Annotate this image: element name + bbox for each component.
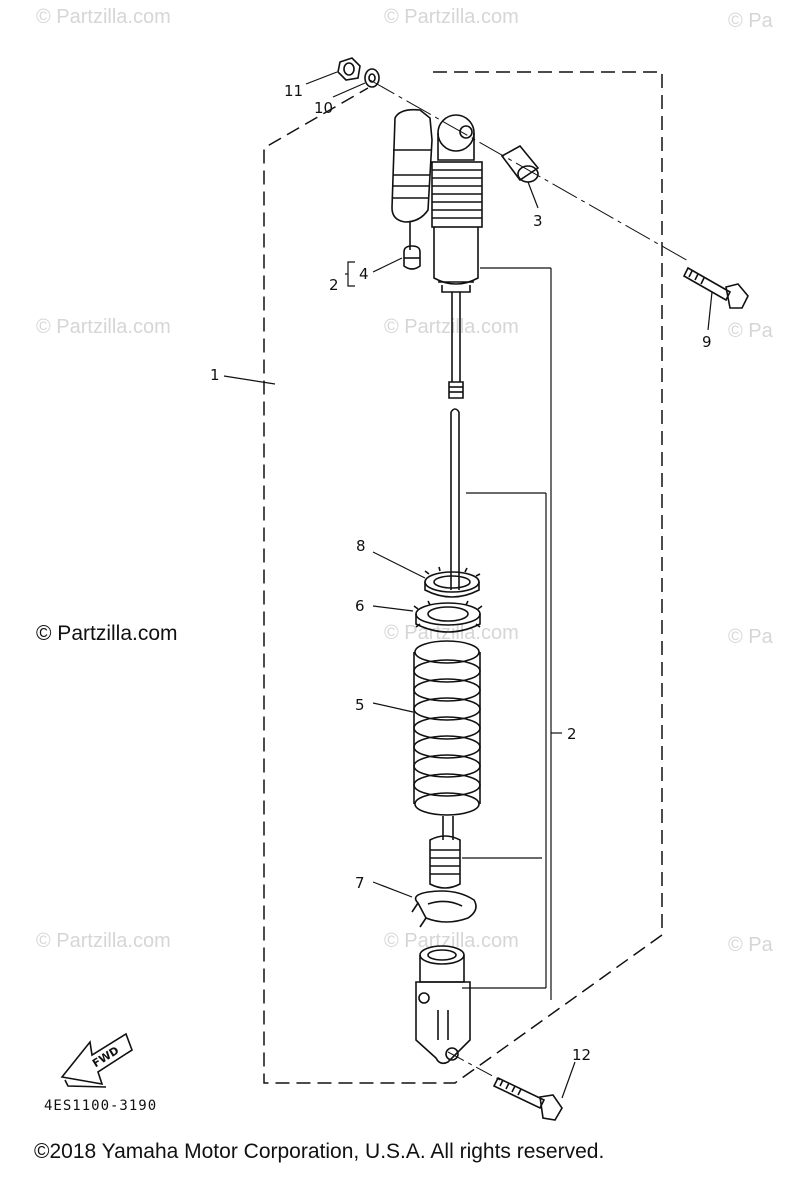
callout-3: 3 bbox=[533, 212, 543, 230]
part-12-bolt bbox=[492, 1076, 563, 1121]
part-9-bolt bbox=[682, 266, 749, 309]
watermark: © Partzilla.com bbox=[36, 316, 171, 338]
diagram-code: 4ES1100-3190 bbox=[44, 1098, 158, 1114]
callout-10: 10 bbox=[314, 99, 333, 117]
watermark: © Partzilla.com bbox=[384, 930, 519, 952]
leader-lines bbox=[223, 71, 713, 1099]
watermark: © Pa bbox=[728, 626, 773, 648]
watermark: © Partzilla.com bbox=[36, 930, 171, 952]
watermark-main: © Partzilla.com bbox=[36, 622, 178, 645]
callout-7: 7 bbox=[355, 874, 365, 892]
piston-rod-upper bbox=[448, 292, 464, 399]
part-11-nut bbox=[337, 57, 361, 81]
callout-8: 8 bbox=[356, 537, 366, 555]
bolt-axis-bottom bbox=[447, 1051, 501, 1081]
reservoir bbox=[391, 108, 433, 250]
part-4-grommet bbox=[403, 245, 421, 270]
part-8-locknut bbox=[424, 566, 481, 598]
bolt-axis-top bbox=[369, 79, 691, 263]
watermark: © Pa bbox=[728, 934, 773, 956]
watermark: © Partzilla.com bbox=[36, 6, 171, 28]
watermark: © Pa bbox=[728, 320, 773, 342]
assembly-outline bbox=[263, 71, 663, 1084]
part-5-spring bbox=[413, 640, 481, 816]
callout-12: 12 bbox=[572, 1046, 591, 1064]
part-6-adjuster bbox=[413, 600, 483, 633]
part-10-washer bbox=[364, 68, 380, 88]
callout-11: 11 bbox=[284, 82, 303, 100]
callout-5: 5 bbox=[355, 696, 365, 714]
copyright-footer: ©2018 Yamaha Motor Corporation, U.S.A. A… bbox=[34, 1140, 605, 1163]
watermark: © Partzilla.com bbox=[384, 622, 519, 644]
part-7-retainer bbox=[411, 890, 477, 928]
part-3-collar bbox=[500, 144, 540, 183]
bracket-2 bbox=[462, 267, 562, 1000]
shock-body bbox=[431, 114, 483, 293]
piston-rod-lower bbox=[450, 408, 460, 590]
callout-1: 1 bbox=[210, 366, 220, 384]
fwd-arrow-icon bbox=[60, 1032, 133, 1088]
watermark: © Pa bbox=[728, 10, 773, 32]
callout-6: 6 bbox=[355, 597, 365, 615]
watermark: © Partzilla.com bbox=[384, 6, 519, 28]
callout-4: 4 bbox=[359, 265, 369, 283]
callout-9: 9 bbox=[702, 333, 712, 351]
callout-2-top: 2 bbox=[329, 276, 339, 294]
bump-stop bbox=[429, 816, 461, 889]
lower-clevis bbox=[415, 945, 471, 1065]
callout-2-right: 2 bbox=[567, 725, 577, 743]
